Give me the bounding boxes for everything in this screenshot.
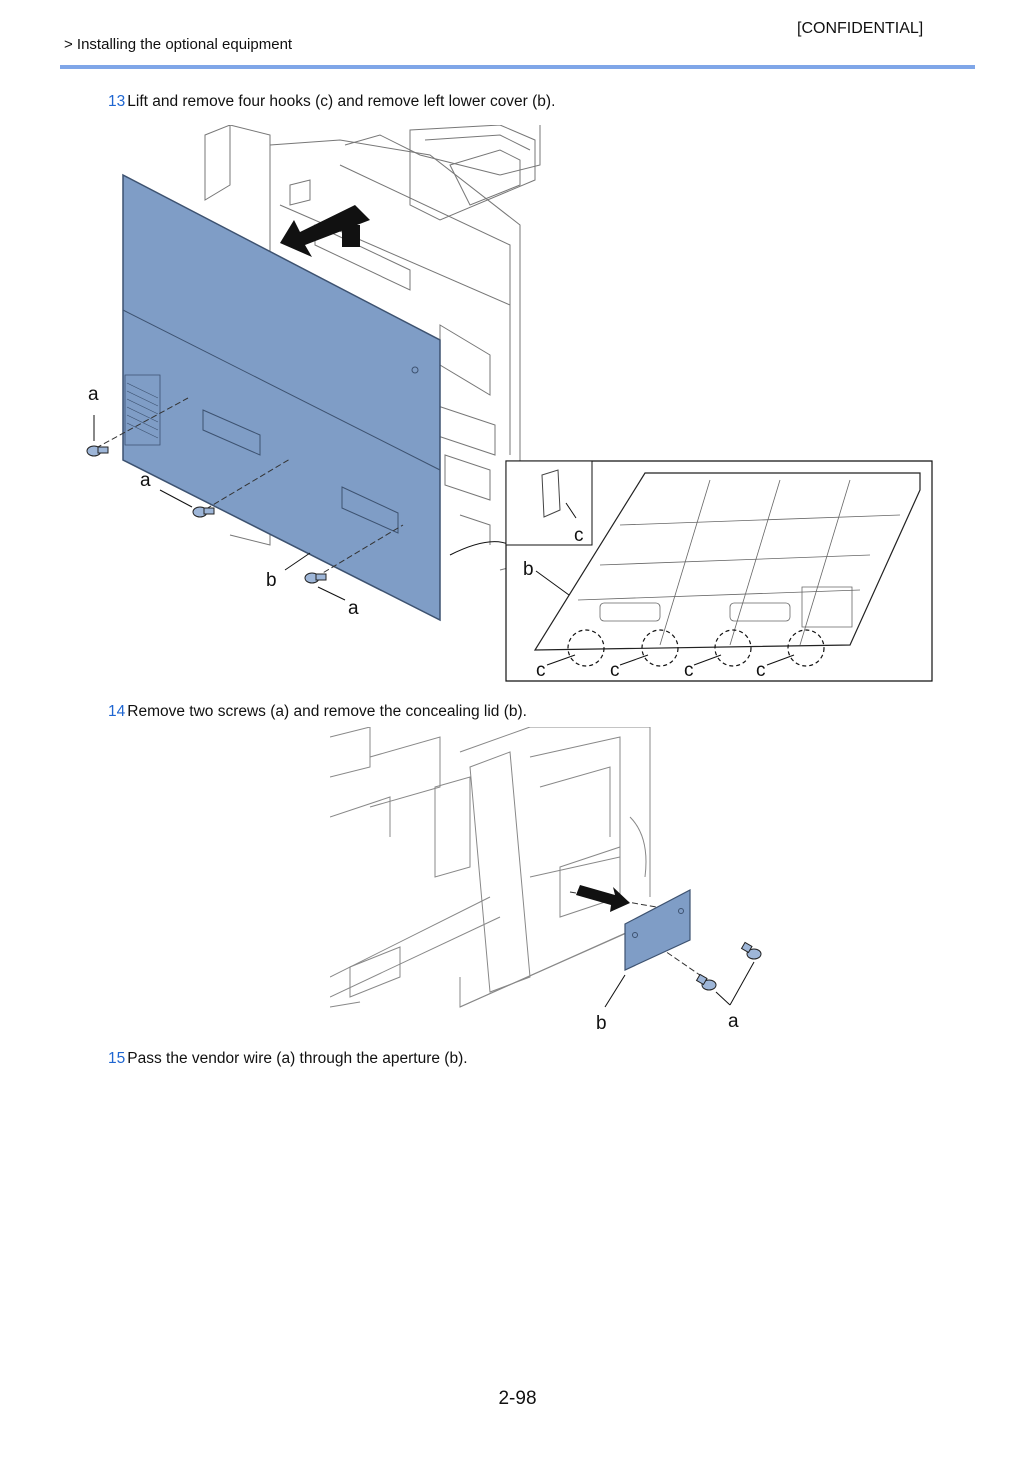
figure-concealing-lid: b a: [330, 727, 762, 1034]
callout-c: c: [574, 525, 584, 546]
confidential-label: [CONFIDENTIAL]: [797, 20, 924, 37]
leader-lines: [605, 962, 754, 1007]
callout-b: b: [596, 1013, 607, 1034]
callout-c: c: [536, 660, 546, 681]
detail-inset: c b c c c c: [506, 461, 932, 681]
callout-a: a: [728, 1011, 739, 1032]
figure-left-lower-cover: a a a b: [86, 125, 940, 685]
screw-icon: [86, 445, 108, 457]
step-text: Lift and remove four hooks (c) and remov…: [127, 93, 556, 110]
step-number: 14: [108, 703, 126, 720]
step-number: 13: [108, 93, 126, 110]
hook-highlight-circles: [568, 630, 824, 666]
callout-b: b: [266, 570, 277, 591]
screw-icon: [697, 974, 717, 991]
removal-arrow: [280, 205, 370, 257]
left-lower-cover: [123, 175, 440, 620]
breadcrumb[interactable]: > Installing the optional equipment: [64, 36, 293, 53]
screw-axis-lines: [96, 398, 403, 577]
callout-b: b: [523, 559, 534, 580]
callout-c: c: [756, 660, 766, 681]
concealing-lid: [625, 890, 690, 970]
screw-icon: [192, 506, 214, 518]
callout-a: a: [348, 598, 359, 619]
screw-icon: [304, 572, 326, 584]
callout-a: a: [88, 384, 99, 405]
callout-a: a: [140, 470, 151, 491]
callout-c: c: [684, 660, 694, 681]
callout-c: c: [610, 660, 620, 681]
screw-axis-line: [630, 927, 710, 982]
removal-arrow: [576, 885, 630, 912]
step-text: Pass the vendor wire (a) through the ape…: [127, 1050, 468, 1067]
step-number: 15: [108, 1050, 126, 1067]
page-number: 2-98: [498, 1388, 537, 1409]
machine-interior-drawing: [330, 727, 650, 1007]
header-divider: [60, 65, 975, 69]
step-text: Remove two screws (a) and remove the con…: [127, 703, 527, 720]
screw-icon: [742, 942, 762, 960]
